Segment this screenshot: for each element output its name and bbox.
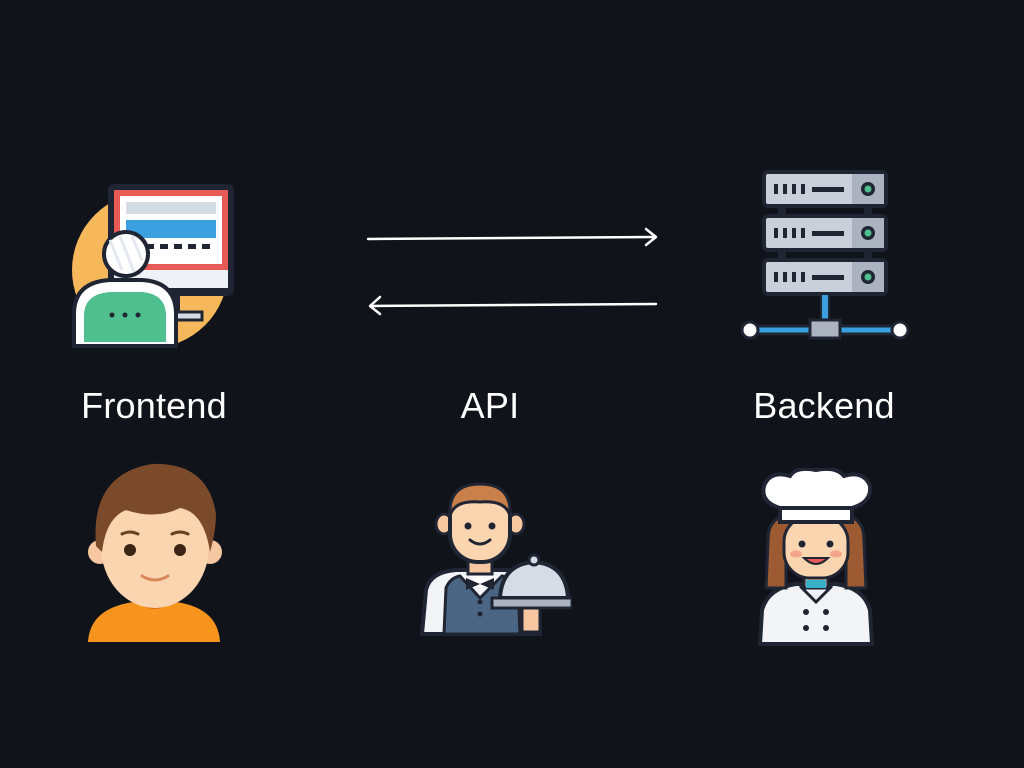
response-arrow [368, 295, 658, 316]
computer-user-icon [72, 184, 234, 348]
api-label: API [460, 385, 520, 426]
boy-avatar-icon [88, 463, 222, 642]
request-arrow [366, 227, 658, 247]
frontend-label: Frontend [81, 385, 227, 426]
backend-label: Backend [753, 385, 895, 426]
chef-avatar-icon [757, 468, 875, 646]
server-rack-icon [740, 170, 910, 340]
waiter-serving-icon [419, 482, 572, 636]
